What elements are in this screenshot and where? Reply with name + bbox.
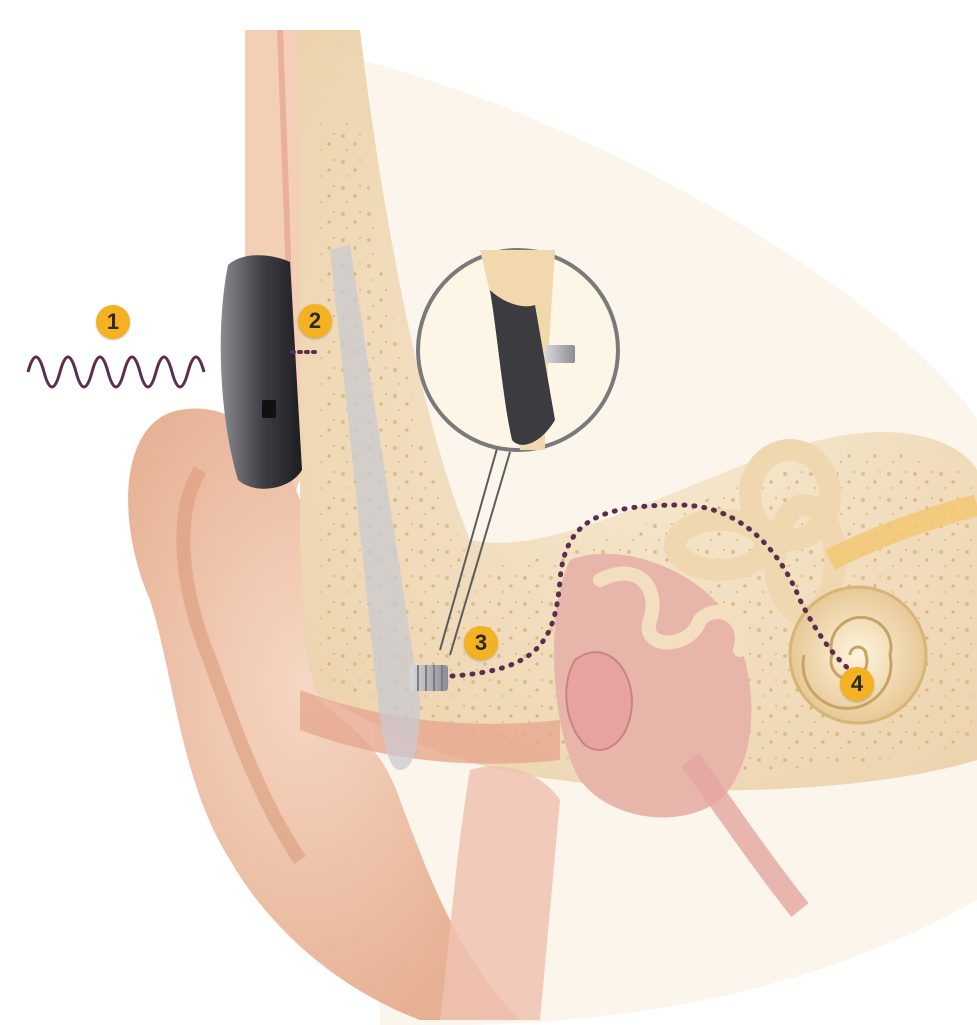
step-4-badge: 4 <box>840 667 874 701</box>
sound-processor-button <box>262 400 276 418</box>
step-2-badge: 2 <box>298 304 332 338</box>
eardrum <box>566 652 632 750</box>
step-1-badge: 1 <box>96 305 130 339</box>
sound-processor <box>221 255 302 488</box>
sound-wave <box>28 357 204 387</box>
step-3-badge: 3 <box>464 626 498 660</box>
cochlea <box>790 587 926 723</box>
